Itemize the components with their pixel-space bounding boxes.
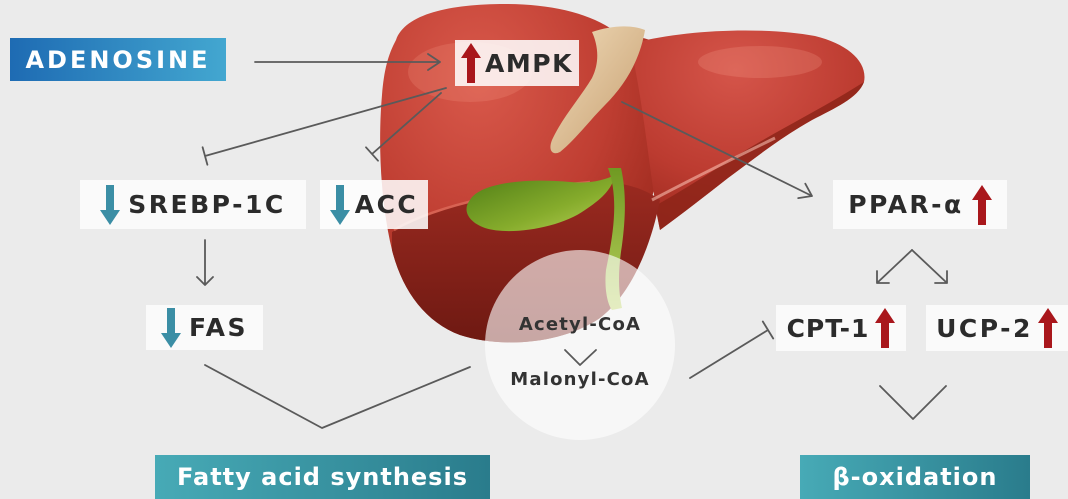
inhibition-malonyl-coa-to-cpt-1 xyxy=(690,322,773,379)
chevron-line xyxy=(880,386,946,419)
node-acc: ACC xyxy=(320,180,428,229)
arrow-down-icon xyxy=(330,185,350,225)
outcome-beta-oxidation: β-oxidation xyxy=(800,455,1030,499)
inhibition-line xyxy=(690,322,773,379)
node-ppar-alpha: PPAR-α xyxy=(833,180,1007,229)
node-label: SREBP-1C xyxy=(128,190,285,219)
node-label: AMPK xyxy=(485,49,573,78)
node-label: PPAR-α xyxy=(848,190,964,219)
outcome-fatty-acid-synthesis: Fatty acid synthesis xyxy=(155,455,490,499)
metabolite-malonyl-coa: Malonyl-CoA xyxy=(480,369,680,391)
liver-right-shine xyxy=(698,46,822,78)
arrow-ppar-alpha-to-ucp-2 xyxy=(912,250,947,283)
node-label: ACC xyxy=(355,190,419,219)
arrow-up-icon xyxy=(461,43,481,83)
arrow-ppar-alpha-to-cpt-1 xyxy=(877,250,912,283)
metabolite-acetyl-coa: Acetyl-CoA xyxy=(480,314,680,336)
arrow-up-icon xyxy=(1038,308,1058,348)
arrow-line xyxy=(197,240,213,285)
node-srebp-1c: SREBP-1C xyxy=(80,180,306,229)
arrow-line xyxy=(912,250,947,283)
chevron-line xyxy=(205,365,470,428)
arrow-down-icon xyxy=(161,308,181,348)
node-adenosine: ADENOSINE xyxy=(10,38,226,81)
outcome-label: β-oxidation xyxy=(833,463,998,491)
arrow-up-icon xyxy=(972,185,992,225)
arrow-up-icon xyxy=(875,308,895,348)
outcome-label: Fatty acid synthesis xyxy=(177,463,468,491)
node-label: UCP-2 xyxy=(936,314,1033,343)
node-ucp-2: UCP-2 xyxy=(926,305,1068,351)
connector-to-fatty-acid-synthesis xyxy=(205,365,470,428)
node-label: CPT-1 xyxy=(787,314,870,343)
arrow-srebp-1c-to-fas xyxy=(197,240,213,285)
arrow-line xyxy=(877,250,912,283)
node-fas: FAS xyxy=(146,305,263,350)
connector-to-beta-oxidation xyxy=(880,386,946,419)
node-cpt-1: CPT-1 xyxy=(776,305,906,351)
node-ampk: AMPK xyxy=(455,40,579,86)
node-label: ADENOSINE xyxy=(25,46,210,74)
node-label: FAS xyxy=(189,313,248,342)
metabolite-circle xyxy=(485,250,675,440)
arrow-down-icon xyxy=(100,185,120,225)
